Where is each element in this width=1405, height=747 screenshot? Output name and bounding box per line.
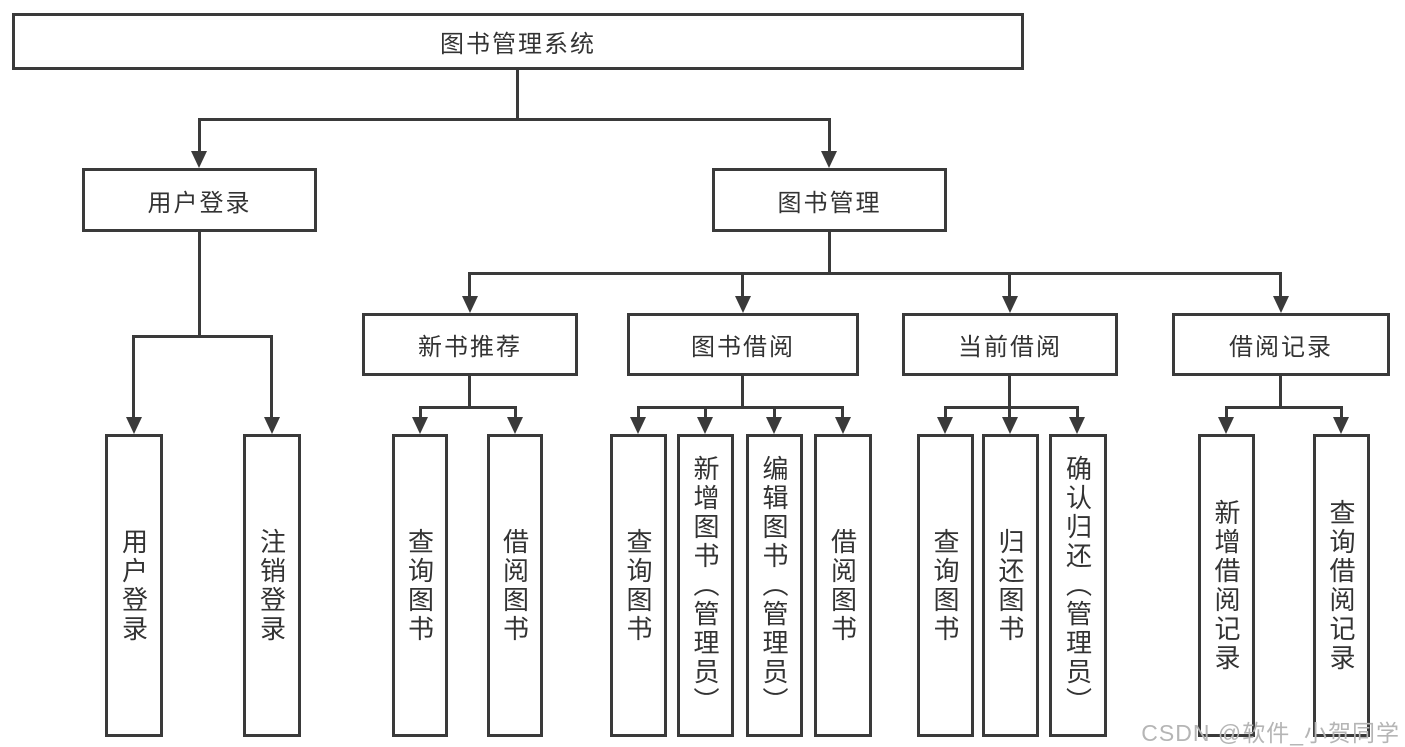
connector-line <box>198 232 201 335</box>
connector-line <box>1340 406 1343 419</box>
arrow-down-icon <box>264 417 280 434</box>
connector-line <box>841 406 844 419</box>
connector-line <box>132 335 272 338</box>
leaf-add-book-admin: 新增图书（管理员） <box>677 434 734 737</box>
leaf-confirm-return-admin: 确认归还（管理员） <box>1049 434 1107 737</box>
connector-line <box>468 272 1281 275</box>
leaf-logout-login: 注销登录 <box>243 434 301 737</box>
connector-line <box>828 232 831 272</box>
arrow-down-icon <box>191 151 207 168</box>
node-book-management: 图书管理 <box>712 168 947 232</box>
arrow-down-icon <box>1002 296 1018 313</box>
connector-line <box>419 406 422 419</box>
arrow-down-icon <box>937 417 953 434</box>
arrow-down-icon <box>507 417 523 434</box>
watermark-text: CSDN @软件_小贺同学 <box>1141 720 1400 746</box>
arrow-down-icon <box>1218 417 1234 434</box>
arrow-down-icon <box>697 417 713 434</box>
connector-line <box>828 118 831 152</box>
connector-line <box>1225 406 1342 409</box>
node-borrowing-records: 借阅记录 <box>1172 313 1390 376</box>
arrow-down-icon <box>412 417 428 434</box>
node-new-book-recommendation: 新书推荐 <box>362 313 578 376</box>
arrow-down-icon <box>630 417 646 434</box>
arrow-down-icon <box>1002 417 1018 434</box>
connector-line <box>419 406 517 409</box>
connector-line <box>637 406 640 419</box>
leaf-query-books-current: 查询图书 <box>917 434 974 737</box>
connector-line <box>270 335 273 419</box>
connector-line <box>1008 376 1011 406</box>
leaf-return-books: 归还图书 <box>982 434 1039 737</box>
arrow-down-icon <box>735 296 751 313</box>
connector-line <box>468 272 471 298</box>
node-book-borrowing: 图书借阅 <box>627 313 859 376</box>
node-user-login: 用户登录 <box>82 168 317 232</box>
leaf-query-borrow-record: 查询借阅记录 <box>1313 434 1370 737</box>
connector-line <box>132 335 135 419</box>
node-library-system: 图书管理系统 <box>12 13 1024 70</box>
connector-line <box>1279 376 1282 406</box>
connector-line <box>1279 272 1282 298</box>
arrow-down-icon <box>766 417 782 434</box>
arrow-down-icon <box>1069 417 1085 434</box>
leaf-user-login: 用户登录 <box>105 434 163 737</box>
connector-line <box>468 376 471 406</box>
connector-line <box>944 406 1079 409</box>
connector-line <box>741 272 744 298</box>
leaf-add-borrow-record: 新增借阅记录 <box>1198 434 1255 737</box>
connector-line <box>773 406 776 419</box>
arrow-down-icon <box>835 417 851 434</box>
connector-line <box>704 406 707 419</box>
leaf-borrow-books-borrowing: 借阅图书 <box>814 434 872 737</box>
leaf-query-books-recommend: 查询图书 <box>392 434 448 737</box>
arrow-down-icon <box>126 417 142 434</box>
connector-line <box>1008 406 1011 419</box>
arrow-down-icon <box>462 296 478 313</box>
leaf-edit-book-admin: 编辑图书（管理员） <box>746 434 803 737</box>
connector-line <box>1225 406 1228 419</box>
arrow-down-icon <box>1273 296 1289 313</box>
arrow-down-icon <box>821 151 837 168</box>
connector-line <box>516 70 519 118</box>
connector-line <box>1008 272 1011 298</box>
node-current-borrowing: 当前借阅 <box>902 313 1118 376</box>
leaf-borrow-books-recommend: 借阅图书 <box>487 434 543 737</box>
connector-line <box>741 376 744 406</box>
connector-line <box>514 406 517 419</box>
connector-line <box>198 118 201 152</box>
leaf-query-books-borrowing: 查询图书 <box>610 434 667 737</box>
connector-line <box>198 118 831 121</box>
connector-line <box>637 406 844 409</box>
arrow-down-icon <box>1333 417 1349 434</box>
connector-line <box>944 406 947 419</box>
connector-line <box>1076 406 1079 419</box>
